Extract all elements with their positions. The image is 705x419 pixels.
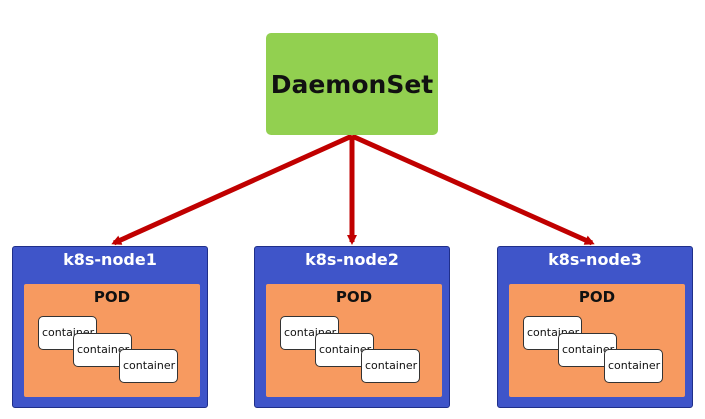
container-box: container [604,349,663,383]
pod-title: POD [578,288,616,306]
pod-title: POD [335,288,373,306]
arrow-to-node3 [350,133,595,246]
node-title: k8s-node1 [63,250,157,269]
container-box: container [361,349,420,383]
daemonset-box: DaemonSet [266,33,438,135]
node-box-1: k8s-node1 POD container container contai… [12,246,208,408]
pod-box: POD container container container [24,284,200,397]
arrow-to-node1 [111,133,354,246]
pod-box: POD container container container [509,284,685,397]
node-title: k8s-node2 [305,250,399,269]
pod-title: POD [93,288,131,306]
daemonset-label: DaemonSet [270,69,434,99]
node-title: k8s-node3 [548,250,642,269]
node-box-2: k8s-node2 POD container container contai… [254,246,450,408]
container-box: container [119,349,178,383]
node-box-3: k8s-node3 POD container container contai… [497,246,693,408]
pod-box: POD container container container [266,284,442,397]
